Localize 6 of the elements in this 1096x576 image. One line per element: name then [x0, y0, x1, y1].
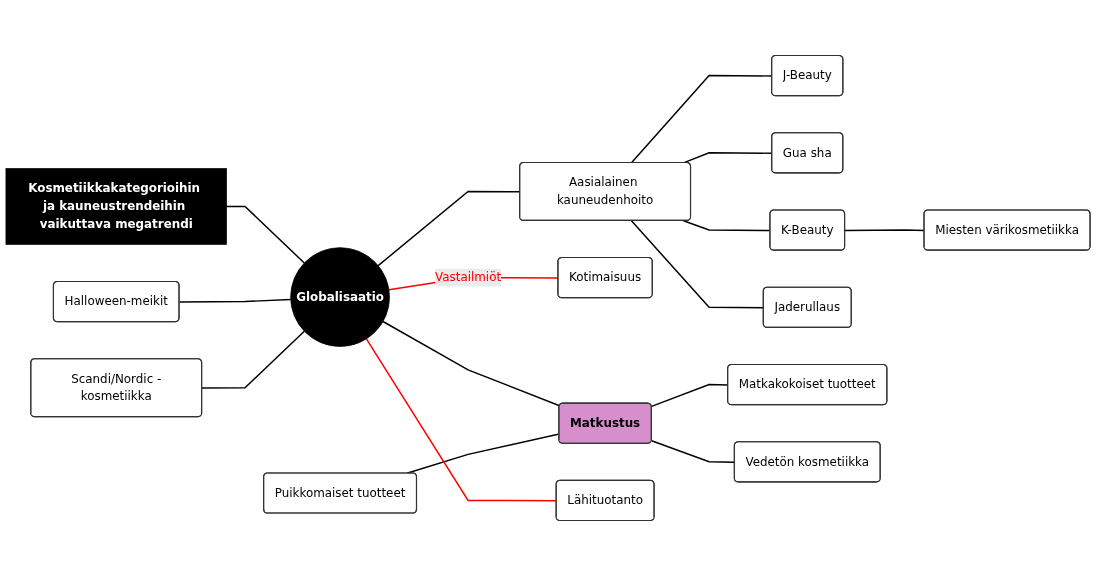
- connector: [201, 330, 306, 389]
- connector: [365, 338, 558, 502]
- edge-label: Vastailmiöt: [435, 270, 502, 285]
- node-box: Kosmetiikkakategorioihin ja kauneustrendeihin vaikuttava megatrendi: [5, 168, 227, 245]
- connector: [225, 205, 306, 264]
- node-circle: Globalisaatio: [290, 247, 390, 347]
